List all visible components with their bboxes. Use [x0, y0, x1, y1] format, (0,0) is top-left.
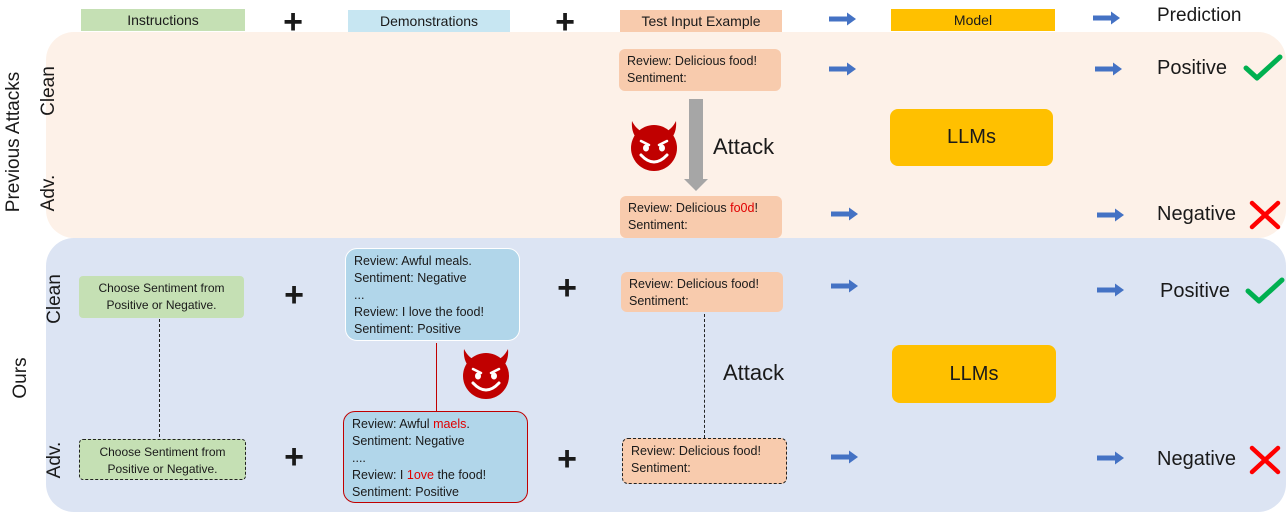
demo-line: ....: [352, 451, 366, 465]
previous-llms-box: LLMs: [890, 109, 1053, 166]
demonstrations-header: Demonstrations: [348, 10, 510, 32]
arrow-right-icon: [831, 450, 858, 464]
arrow-right-icon: [831, 279, 858, 293]
check-icon: [1245, 277, 1285, 304]
arrow-down-icon: [684, 179, 708, 191]
arrow-right-icon: [829, 12, 856, 26]
arrow-right-icon: [1097, 283, 1124, 297]
previous-clean-test-input: Review: Delicious food! Sentiment:: [619, 49, 781, 91]
ours-adv-test-input: Review: Delicious food! Sentiment:: [622, 438, 787, 484]
dashed-connector: [159, 319, 160, 437]
test-input-line: Review: Delicious food!: [627, 54, 757, 68]
previous-attack-label: Attack: [713, 134, 775, 159]
ours-adv-instruction: Choose Sentiment from Positive or Negati…: [79, 439, 246, 480]
check-icon: [1243, 54, 1283, 81]
previous-adv-test-input: Review: Delicious fo0d! Sentiment:: [620, 196, 782, 238]
cross-icon: [1249, 445, 1281, 475]
previous-adv-prediction: Negative: [1157, 203, 1236, 225]
test-input-line: Sentiment:: [627, 71, 687, 85]
demo-line: Sentiment: Negative: [354, 271, 467, 285]
instructions-header: Instructions: [81, 9, 245, 31]
arrow-right-icon: [1095, 62, 1122, 76]
arrow-right-icon: [1097, 451, 1124, 465]
cross-icon: [1249, 200, 1281, 230]
ours-clean-test-input: Review: Delicious food! Sentiment:: [621, 272, 783, 312]
red-connector: [436, 343, 437, 411]
test-input-line: Review: Delicious fo0d!: [628, 200, 774, 217]
text-span: .: [466, 417, 470, 431]
perturbed-word: maels: [433, 417, 467, 431]
arrow-right-icon: [829, 62, 856, 76]
dashed-connector: [704, 314, 705, 438]
model-header: Model: [891, 9, 1055, 31]
plus-icon: +: [557, 440, 577, 478]
demo-line: Review: I 1ove the food!: [352, 467, 519, 484]
perturbed-word: 1ove: [406, 468, 434, 482]
devil-icon: [459, 345, 513, 406]
demo-line: Review: Awful meals.: [354, 254, 472, 268]
plus-icon: +: [284, 438, 304, 476]
arrow-right-icon: [1093, 11, 1120, 25]
text-span: !: [754, 201, 758, 215]
ours-adv-prediction: Negative: [1157, 448, 1236, 470]
plus-icon: +: [284, 276, 304, 314]
ours-clean-prediction: Positive: [1160, 280, 1231, 302]
demo-line: Sentiment: Negative: [352, 434, 465, 448]
perturbed-word: fo0d: [730, 201, 755, 215]
ours-attack-label: Attack: [723, 360, 785, 385]
text-span: Review: Awful: [352, 417, 434, 431]
test-input-line: Review: Delicious food!: [631, 444, 761, 458]
demo-line: Sentiment: Positive: [354, 322, 461, 336]
text-span: Review: Delicious: [628, 201, 731, 215]
prediction-header: Prediction: [1157, 5, 1242, 26]
ours-llms-box: LLMs: [892, 345, 1056, 403]
demo-line: Review: I love the food!: [354, 305, 484, 319]
text-span: Review: I: [352, 468, 407, 482]
test-input-line: Sentiment:: [628, 218, 688, 232]
previous-clean-prediction: Positive: [1157, 57, 1228, 79]
arrow-down-icon: [689, 99, 703, 179]
plus-icon: +: [283, 3, 303, 41]
ours-adv-demonstrations: Review: Awful maels. Sentiment: Negative…: [343, 411, 528, 503]
plus-icon: +: [557, 269, 577, 307]
demo-line: Sentiment: Positive: [352, 485, 459, 499]
test-input-line: Review: Delicious food!: [629, 277, 759, 291]
test-input-line: Sentiment:: [629, 294, 689, 308]
arrow-right-icon: [831, 207, 858, 221]
test-input-line: Sentiment:: [631, 461, 691, 475]
text-span: the food!: [434, 468, 487, 482]
ours-clean-demonstrations: Review: Awful meals. Sentiment: Negative…: [345, 248, 520, 341]
ours-clean-instruction: Choose Sentiment from Positive or Negati…: [79, 276, 244, 318]
demo-line: Review: Awful maels.: [352, 416, 519, 433]
demo-line: ...: [354, 288, 365, 302]
devil-icon: [627, 117, 681, 178]
test-input-header: Test Input Example: [620, 10, 782, 32]
plus-icon: +: [555, 3, 575, 41]
arrow-right-icon: [1097, 208, 1124, 222]
